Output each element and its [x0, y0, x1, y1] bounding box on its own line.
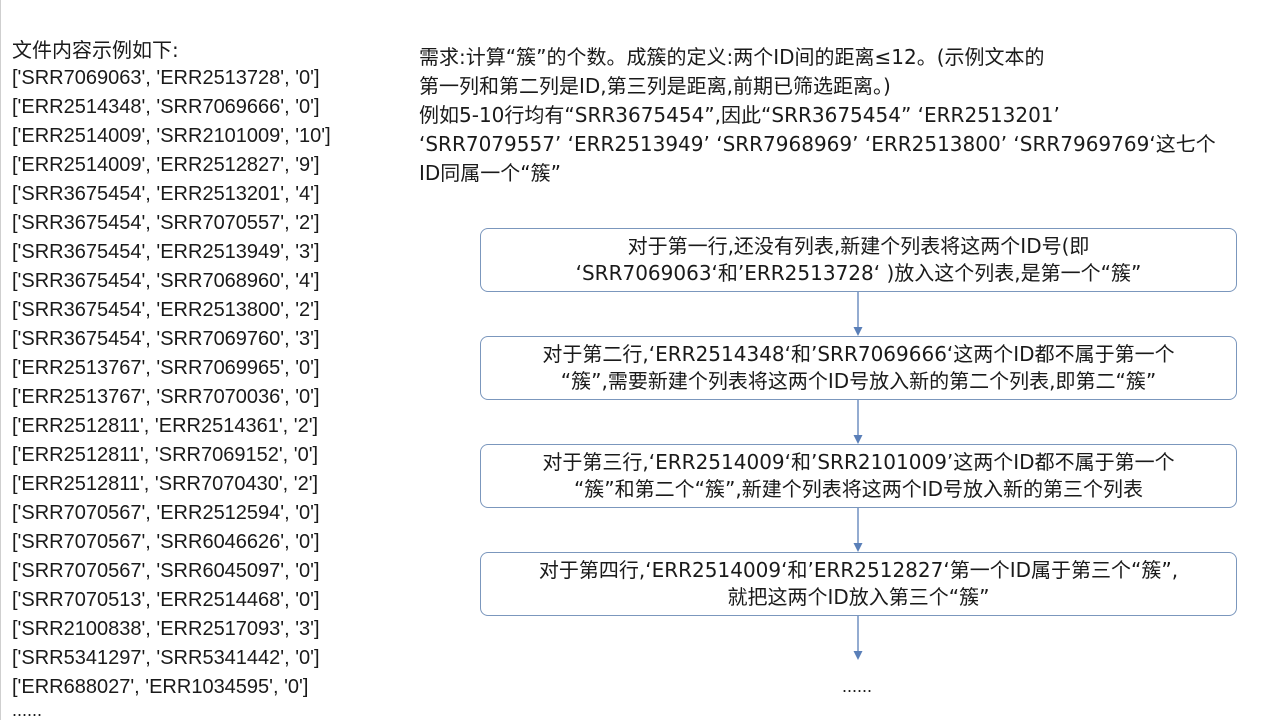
- requirement-line: ID同属一个“簇”: [419, 161, 562, 185]
- requirement-line: ‘SRR7079557’ ‘ERR2513949’ ‘SRR7968969’ ‘…: [419, 132, 1216, 156]
- file-row: ['SRR3675454', 'ERR2513201', '4']: [12, 183, 320, 205]
- flow-arrow: [480, 400, 1237, 444]
- requirement-text: 需求:计算“簇”的个数。成簇的定义:两个ID间的距离≤12。(示例文本的 第一列…: [419, 43, 1239, 188]
- file-row: ['ERR2514009', 'SRR2101009', '10']: [12, 125, 331, 147]
- flow-step-text: “簇”,需要新建个列表将这两个ID号放入新的第二个列表,即第二“簇”: [560, 369, 1157, 393]
- file-row: ['SRR3675454', 'SRR7069760', '3']: [12, 328, 320, 350]
- flow-ellipsis: ......: [842, 676, 873, 696]
- flow-arrow: [480, 508, 1237, 552]
- flow-step-text: 对于第四行,‘ERR2514009‘和’ERR2512827‘第一个ID属于第三…: [538, 558, 1179, 582]
- left-edge-divider: [0, 0, 1, 720]
- requirement-line: 例如5-10行均有“SRR3675454”,因此“SRR3675454” ‘ER…: [419, 103, 1060, 127]
- file-row: ['ERR2512811', 'ERR2514361', '2']: [12, 415, 319, 437]
- flowchart: 对于第一行,还没有列表,新建个列表将这两个ID号(即 ‘SRR7069063‘和…: [480, 228, 1237, 660]
- flow-step-text: 对于第二行,‘ERR2514348‘和’SRR7069666‘这两个ID都不属于…: [542, 342, 1175, 366]
- file-row: ['SRR3675454', 'SRR7070557', '2']: [12, 212, 320, 234]
- file-row: ['ERR2513767', 'SRR7070036', '0']: [12, 386, 320, 408]
- file-row: ['SRR3675454', 'ERR2513949', '3']: [12, 241, 320, 263]
- flow-arrow: [480, 292, 1237, 336]
- file-content-ellipsis: ......: [12, 700, 43, 720]
- file-row: ['SRR7070567', 'SRR6045097', '0']: [12, 560, 320, 582]
- file-content-title: 文件内容示例如下:: [12, 38, 179, 62]
- requirement-line: 第一列和第二列是ID,第三列是距离,前期已筛选距离。): [419, 74, 891, 98]
- requirement-line: 需求:计算“簇”的个数。成簇的定义:两个ID间的距离≤12。(示例文本的: [419, 45, 1045, 69]
- arrow-down-icon: [853, 400, 863, 444]
- file-row: ['SRR7069063', 'ERR2513728', '0']: [12, 67, 320, 89]
- file-row: ['SRR3675454', 'ERR2513800', '2']: [12, 299, 320, 321]
- file-row: ['SRR3675454', 'SRR7068960', '4']: [12, 270, 320, 292]
- file-row: ['ERR2512811', 'SRR7070430', '2']: [12, 473, 319, 495]
- file-row: ['SRR7070567', 'SRR6046626', '0']: [12, 531, 320, 553]
- flow-step-text: 就把这两个ID放入第三个“簇”: [727, 585, 990, 609]
- arrow-down-icon: [853, 616, 863, 660]
- file-row: ['SRR5341297', 'SRR5341442', '0']: [12, 647, 320, 669]
- flow-step-text: 对于第三行,‘ERR2514009‘和’SRR2101009’这两个ID都不属于…: [542, 450, 1175, 474]
- flow-step-text: ‘SRR7069063‘和’ERR2513728‘ )放入这个列表,是第一个“簇…: [575, 261, 1142, 285]
- flow-step-1: 对于第一行,还没有列表,新建个列表将这两个ID号(即 ‘SRR7069063‘和…: [480, 228, 1237, 292]
- flow-step-2: 对于第二行,‘ERR2514348‘和’SRR7069666‘这两个ID都不属于…: [480, 336, 1237, 400]
- file-row: ['SRR7070513', 'ERR2514468', '0']: [12, 589, 320, 611]
- arrow-down-icon: [853, 508, 863, 552]
- file-row: ['ERR2514348', 'SRR7069666', '0']: [12, 96, 320, 118]
- file-row: ['SRR7070567', 'ERR2512594', '0']: [12, 502, 320, 524]
- file-content-rows: ['SRR7069063', 'ERR2513728', '0'] ['ERR2…: [12, 64, 392, 702]
- file-row: ['ERR2512811', 'SRR7069152', '0']: [12, 444, 319, 466]
- file-row: ['ERR2514009', 'ERR2512827', '9']: [12, 154, 320, 176]
- arrow-down-icon: [853, 292, 863, 336]
- flow-step-4: 对于第四行,‘ERR2514009‘和’ERR2512827‘第一个ID属于第三…: [480, 552, 1237, 616]
- flow-step-text: 对于第一行,还没有列表,新建个列表将这两个ID号(即: [627, 234, 1090, 258]
- file-row: ['ERR2513767', 'SRR7069965', '0']: [12, 357, 320, 379]
- file-row: ['ERR688027', 'ERR1034595', '0']: [12, 676, 309, 698]
- file-content-example: 文件内容示例如下: ['SRR7069063', 'ERR2513728', '…: [12, 36, 392, 720]
- flow-arrow: [480, 616, 1237, 660]
- file-row: ['SRR2100838', 'ERR2517093', '3']: [12, 618, 320, 640]
- flow-step-3: 对于第三行,‘ERR2514009‘和’SRR2101009’这两个ID都不属于…: [480, 444, 1237, 508]
- flow-step-text: “簇”和第二个“簇”,新建个列表将这两个ID号放入新的第三个列表: [573, 477, 1144, 501]
